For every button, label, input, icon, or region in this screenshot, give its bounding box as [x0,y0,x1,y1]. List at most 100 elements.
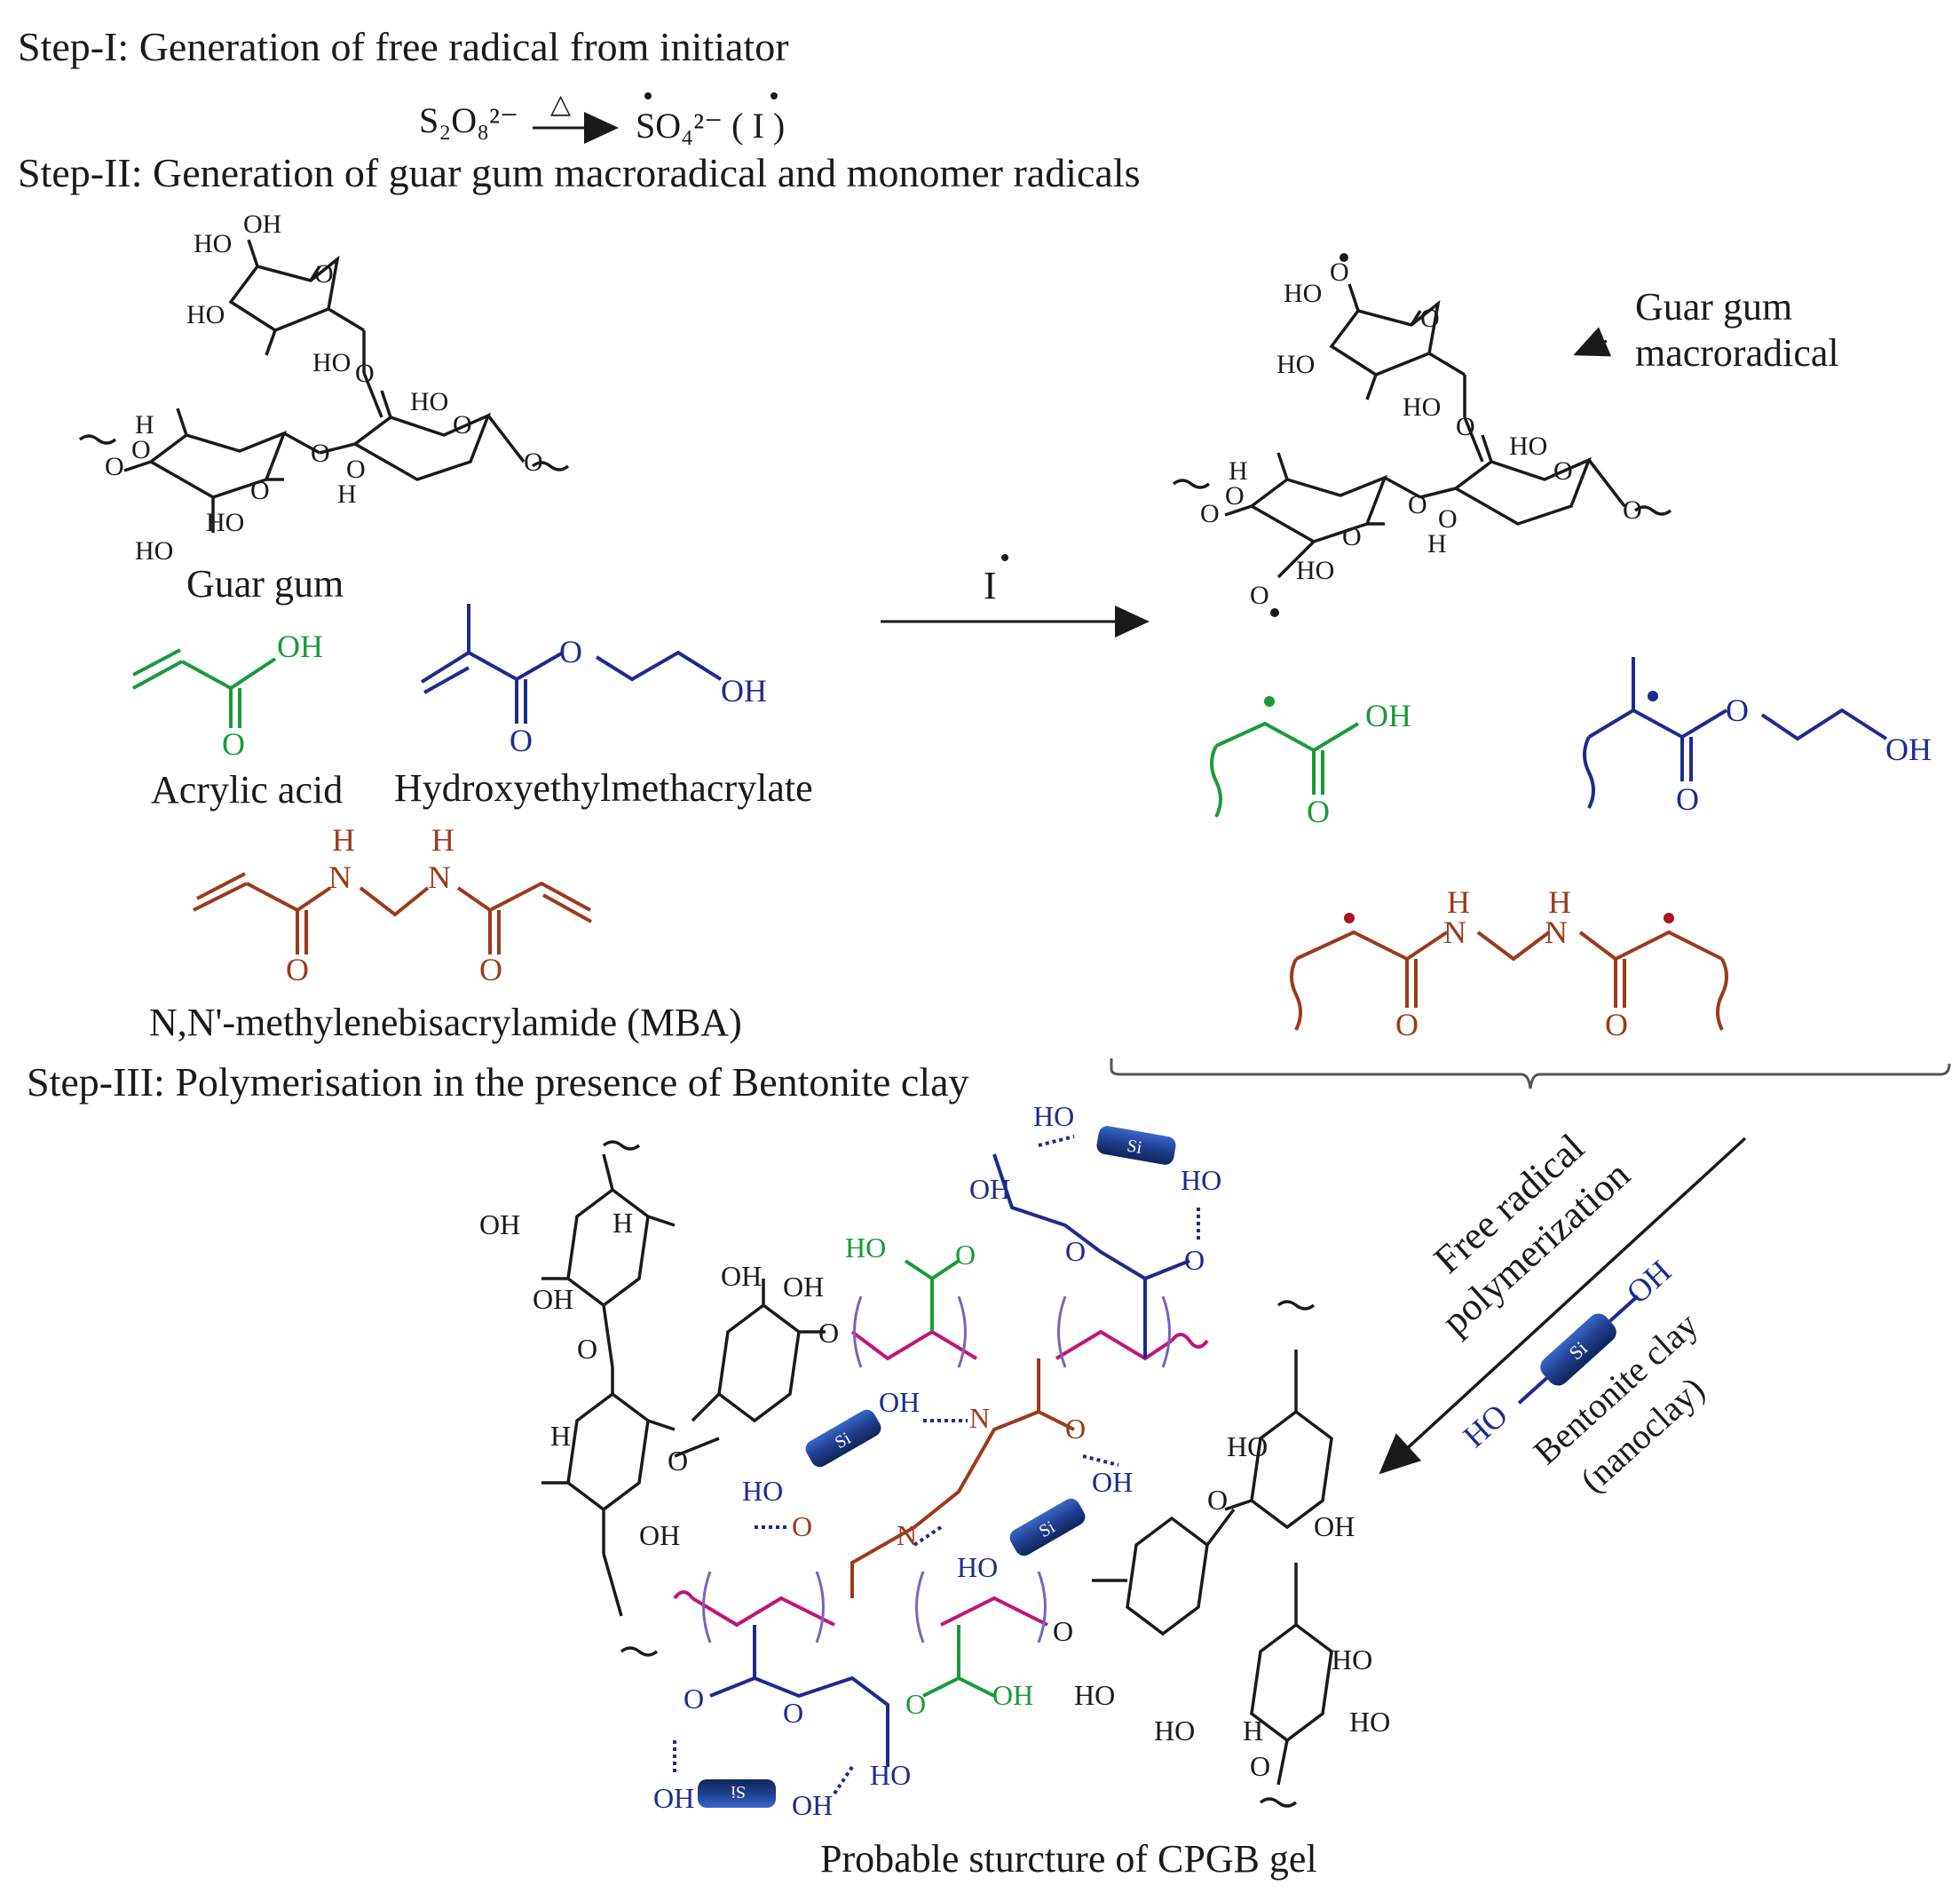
svg-text:HO: HO [1074,1679,1115,1711]
svg-text:O: O [286,952,309,987]
polymerization-arrow [1379,1137,1747,1475]
svg-text:H: H [337,479,357,509]
svg-text:HO: HO [957,1551,998,1583]
svg-text:HO: HO [1349,1706,1390,1738]
svg-text:HO: HO [206,508,244,537]
svg-text:HO: HO [1332,1644,1372,1675]
svg-text:O: O [1330,257,1349,287]
clay-legend-oh: OH [1620,1253,1678,1311]
svg-text:N: N [969,1402,990,1434]
svg-text:HO: HO [312,348,351,377]
gel-atom-labels: HO OH HO O O HO O OH HO N O N O OH HO O … [479,1100,1390,1821]
mba-radical-dot-right [1664,913,1674,923]
svg-text:Si: Si [731,1782,746,1802]
gel-backbone-top [850,1329,1209,1361]
svg-text:OH: OH [639,1519,680,1551]
acrylic-acid-label: Acrylic acid [151,768,344,812]
gel-backbone-bottom [673,1590,1048,1628]
svg-text:O: O [1053,1615,1073,1647]
svg-text:OH: OH [1365,698,1411,733]
mba-label: N,N'-methylenebisacrylamide (MBA) [149,1001,742,1044]
svg-text:O: O [783,1697,803,1729]
svg-text:HO: HO [1403,392,1441,422]
svg-text:HO: HO [410,387,448,416]
macroradical-pointer-arrow [1573,327,1612,357]
svg-text:O: O [559,634,582,669]
svg-text:O: O [1623,495,1642,525]
svg-text:O: O [314,259,334,289]
svg-text:OH: OH [721,1260,762,1292]
svg-text:H: H [332,822,355,858]
step-2-heading: Step-II: Generation of guar gum macrorad… [18,150,1141,195]
step-3-heading: Step-III: Polymerisation in the presence… [27,1059,969,1105]
svg-text:N: N [1443,915,1466,950]
svg-text:O: O [1553,456,1573,486]
svg-text:O: O [684,1683,704,1715]
svg-text:HO: HO [1227,1430,1268,1462]
svg-text:OH: OH [1314,1510,1355,1542]
initiator-radical-label: I [984,564,997,607]
svg-text:O: O [346,455,366,484]
svg-text:HO: HO [194,229,232,258]
svg-text:O: O [222,726,245,762]
svg-text:H: H [431,822,454,858]
svg-text:HO: HO [742,1475,783,1507]
hema-structure [420,604,723,724]
svg-text:H: H [612,1207,633,1239]
persulfate-formula: S₂O₈²⁻ [419,100,519,140]
svg-text:OH: OH [1092,1466,1133,1498]
mba-radical-dot-left [1344,913,1355,923]
svg-text:O: O [1200,499,1220,528]
svg-text:HO: HO [1154,1715,1195,1746]
gel-clay-platelet-3: Si [1009,1498,1086,1556]
gel-acrylic-groups [904,1259,995,1698]
svg-text:O: O [311,439,330,468]
acrylic-radical-atoms: OH O [1307,698,1411,829]
initiator-radical-dot [771,92,778,99]
clay-legend-icon: Si [1517,1295,1640,1405]
svg-text:N: N [897,1519,917,1551]
svg-text:O: O [250,476,270,505]
svg-text:H: H [1229,456,1248,486]
mba-radical-structure [1290,930,1728,1031]
gel-clay-platelet-1: Si [1096,1126,1176,1165]
svg-text:O: O [355,359,375,388]
svg-text:O: O [453,410,472,440]
svg-text:O: O [818,1317,839,1349]
svg-text:O: O [1065,1235,1086,1267]
svg-text:HO: HO [1276,350,1315,379]
svg-text:O: O [1225,481,1245,511]
hema-radical-structure [1583,657,1888,809]
gel-brackets [702,1295,1171,1644]
gel-hema-groups [709,1153,1190,1767]
svg-text:HO: HO [845,1232,886,1263]
macroradical-label-line2: macroradical [1635,331,1839,375]
svg-text:O: O [1250,581,1269,610]
gel-guar-center [674,1279,826,1458]
svg-text:O: O [105,452,124,481]
clay-legend-ho: HO [1457,1397,1514,1454]
svg-text:O: O [1676,781,1699,817]
svg-text:O: O [905,1688,926,1720]
mba-atoms: H N H N O O [286,822,502,987]
svg-text:O: O [524,448,543,477]
gel-mba-crosslink [850,1358,1075,1598]
svg-text:H: H [1243,1715,1263,1746]
svg-text:O: O [668,1445,688,1477]
svg-text:O: O [1207,1484,1228,1516]
svg-text:O: O [1307,794,1330,829]
svg-text:O: O [1420,304,1440,333]
svg-text:O: O [1726,693,1749,728]
svg-text:HO: HO [1284,279,1322,308]
svg-text:O: O [1456,412,1475,441]
svg-text:O: O [955,1239,976,1271]
svg-text:O: O [1408,490,1427,519]
svg-text:HO: HO [186,300,225,329]
guar-gum-label: Guar gum [186,562,344,606]
gel-clay-platelet-4: Si [698,1779,776,1808]
svg-text:O: O [1065,1413,1086,1445]
svg-text:H: H [1427,529,1447,558]
acrylic-acid-structure [132,648,277,728]
svg-text:N: N [428,859,451,895]
